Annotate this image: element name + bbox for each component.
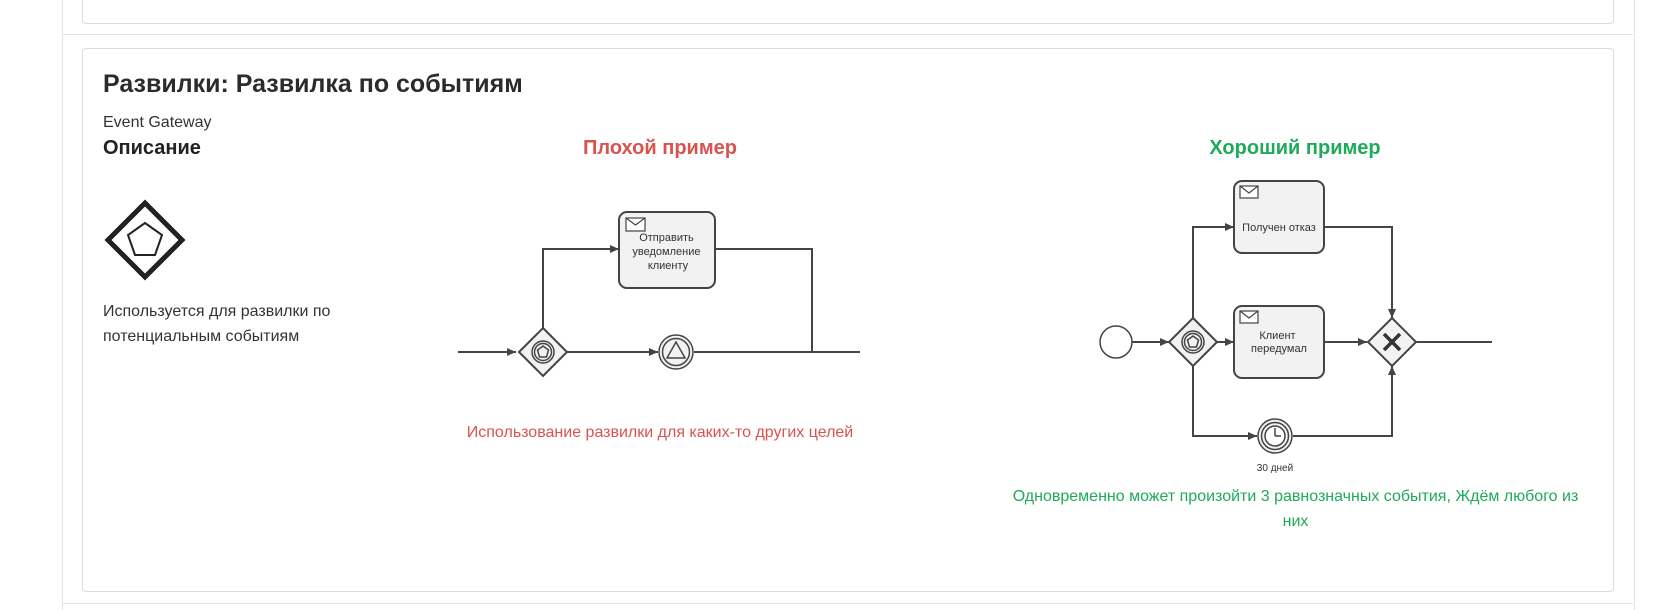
bad-example-title: Плохой пример (583, 137, 737, 159)
sequence-flow (1192, 366, 1257, 440)
rejection-received-task: Получен отказ (1233, 180, 1325, 254)
svg-text:Отправить уведомление: Отправить уведомление клиенту (632, 232, 703, 272)
card-subtitle: Event Gateway (103, 114, 212, 131)
sequence-flow (1324, 226, 1396, 318)
task-label-line: передумал (1251, 343, 1307, 355)
sequence-flow (715, 248, 813, 352)
divider (62, 34, 1633, 35)
previous-card (82, 0, 1614, 24)
timer-label: 30 дней (1257, 463, 1293, 474)
start-event-icon (1099, 325, 1133, 359)
description-heading: Описание (103, 137, 201, 159)
good-example-title: Хороший пример (1209, 137, 1381, 159)
bad-example-diagram: Отправить уведомление клиенту (458, 211, 860, 378)
bad-example-caption: Использование развилки для каких-то друг… (466, 424, 854, 441)
svg-text:Клиент передумал: Клиент передумал (1251, 330, 1307, 355)
good-example-caption: Одновременно может произойти 3 равнознач… (1012, 488, 1579, 530)
timer-event-icon (1257, 418, 1293, 454)
task-label-line: Получен отказ (1242, 222, 1316, 234)
event-gateway-icon (1167, 316, 1219, 368)
svg-text:Получен отказ: Получен отказ (1242, 222, 1316, 234)
good-example-diagram: Получен отказ Клиент передумал 30 дней (1099, 180, 1492, 474)
sequence-flow (542, 245, 619, 328)
event-gateway-card (82, 48, 1614, 592)
task-label-line: Отправить (639, 232, 694, 244)
task-label-line: уведомление (632, 246, 700, 258)
exclusive-gateway-icon (1366, 316, 1418, 368)
content-column (62, 0, 1635, 610)
description-text: Используется для развилки по потенциальн… (103, 303, 331, 345)
signal-event-icon (658, 334, 694, 370)
sequence-flow (1293, 366, 1396, 437)
event-gateway-icon (517, 326, 569, 378)
task-label-line: Клиент (1259, 330, 1295, 342)
send-notification-task: Отправить уведомление клиенту (618, 211, 716, 289)
envelope-icon (625, 217, 646, 232)
envelope-icon (1239, 185, 1259, 199)
client-changed-mind-task: Клиент передумал (1233, 305, 1325, 379)
envelope-icon (1239, 310, 1259, 324)
card-title: Развилки: Развилка по событиям (103, 70, 523, 98)
divider (62, 603, 1633, 604)
task-label-line: клиенту (648, 260, 689, 272)
sequence-flow (1192, 223, 1234, 318)
event-gateway-icon (104, 199, 186, 281)
